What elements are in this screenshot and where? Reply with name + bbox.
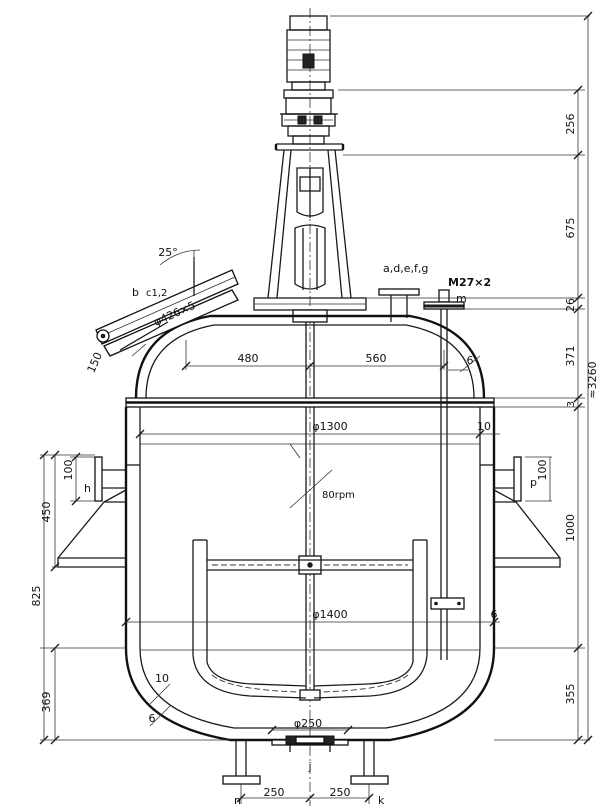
dim-dia-1300: φ1300 <box>312 420 347 433</box>
dim-overall-height: ≈3260 <box>586 361 599 398</box>
dim-offset-480: 480 <box>238 352 259 365</box>
dim-wall-6-right: 6 <box>491 608 498 621</box>
motor <box>286 15 331 91</box>
motor-terminal-box <box>302 53 315 69</box>
label-nozzle-h: h <box>84 482 91 495</box>
support-lug-right <box>493 489 561 568</box>
agitator-frame <box>253 143 367 311</box>
support-leg-right <box>350 740 389 785</box>
support-lug-left <box>57 489 127 568</box>
manhole <box>95 257 239 357</box>
horizontal-dimensions <box>121 249 500 804</box>
bottom-outlet-j <box>271 735 349 752</box>
dim-wall-6-top: 6 <box>467 354 474 367</box>
dim-bottom-wall-6: 6 <box>149 712 156 725</box>
top-nozzle-group <box>378 288 420 322</box>
label-leg-k: k <box>378 794 385 807</box>
dim-motor-height: 256 <box>564 114 577 135</box>
dim-left-369: 369 <box>40 692 53 713</box>
dim-bottom-wall-10: 10 <box>155 672 169 685</box>
dim-leg-250-left: 250 <box>264 786 285 799</box>
dim-flange-26: 26 <box>564 298 577 312</box>
agitator-speed: 80rpm <box>322 490 355 501</box>
thermowell-m <box>423 289 465 660</box>
nozzle-h <box>94 456 140 502</box>
label-thermowell-m: m <box>456 292 467 305</box>
left-dimension-chain <box>39 450 230 745</box>
dim-head-371: 371 <box>564 346 577 367</box>
dim-manhole-angle: 25° <box>158 246 178 259</box>
dim-manhole-offset: 150 <box>85 350 105 374</box>
dim-dia-1400: φ1400 <box>312 608 347 621</box>
right-dimension-chain <box>330 11 593 745</box>
support-leg-left <box>222 740 261 785</box>
gear-reducer <box>280 89 338 145</box>
dim-bottom-355: 355 <box>564 684 577 705</box>
dim-gap-3: 3 <box>566 401 577 407</box>
dim-nozzle-h-100: 100 <box>62 460 75 481</box>
label-manhole-c: c1,2 <box>146 288 167 299</box>
dim-left-450: 450 <box>40 502 53 523</box>
dim-left-825: 825 <box>30 586 43 607</box>
label-leg-n: n <box>234 794 241 807</box>
label-top-nozzles: a,d,e,f,g <box>383 262 428 275</box>
dim-shell-1000: 1000 <box>564 514 577 542</box>
dim-leg-250-right: 250 <box>330 786 351 799</box>
dim-wall-10-right: 10 <box>477 420 491 433</box>
anchor-agitator <box>192 539 428 699</box>
nozzle-p <box>480 456 522 502</box>
dim-frame-height: 675 <box>564 218 577 239</box>
label-outlet-j: j <box>307 760 311 773</box>
label-nozzle-p: p <box>530 476 537 489</box>
thread-spec: M27×2 <box>448 276 491 289</box>
dim-bottom-nozzle-dia: φ250 <box>294 717 322 730</box>
dim-offset-560: 560 <box>366 352 387 365</box>
label-manhole-b: b <box>132 286 139 299</box>
dim-nozzle-p-100: 100 <box>536 460 549 481</box>
